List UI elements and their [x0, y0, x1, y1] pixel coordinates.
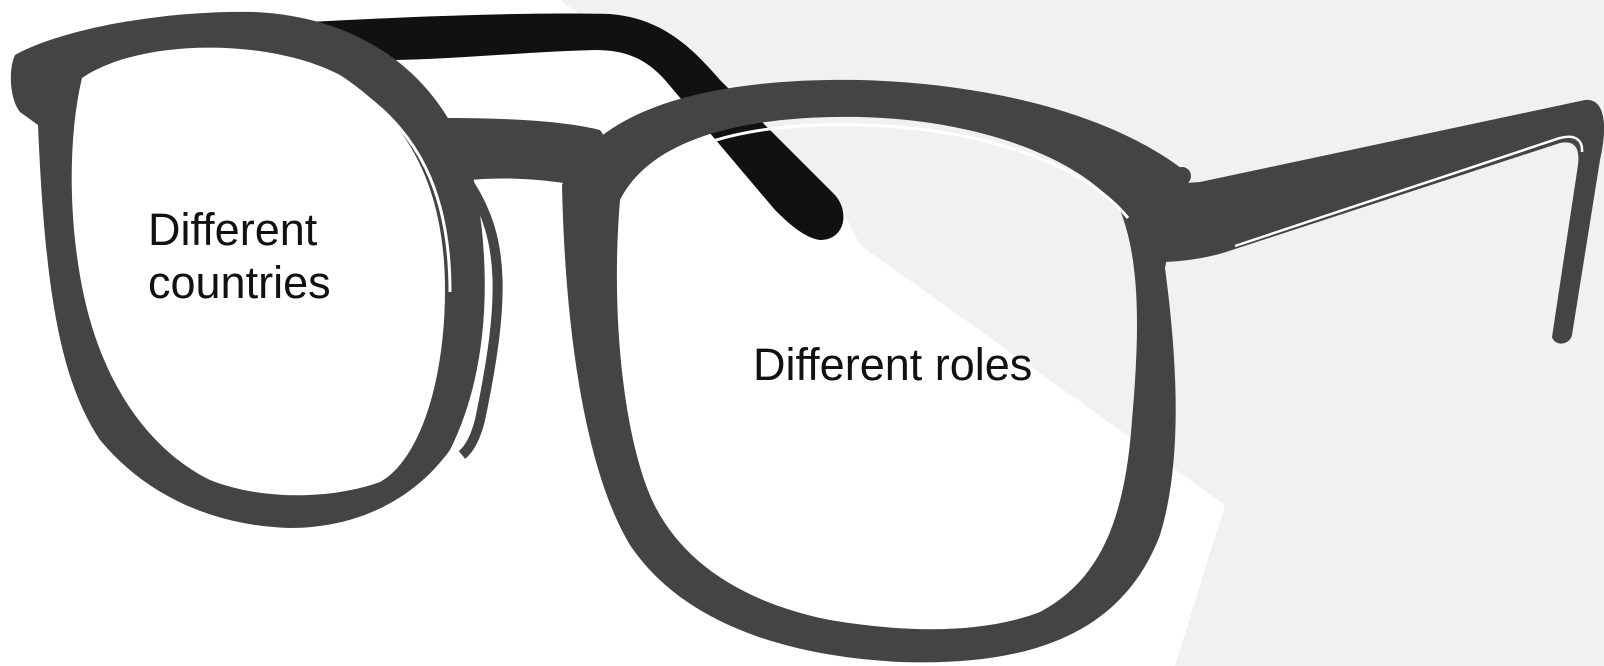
right-lens-label: Different roles: [753, 339, 1032, 392]
hinge: [1173, 167, 1191, 185]
left-lens-label-line1: Different: [148, 204, 331, 257]
left-lens-label-line2: countries: [148, 257, 331, 310]
left-lens-label: Different countries: [148, 204, 331, 309]
